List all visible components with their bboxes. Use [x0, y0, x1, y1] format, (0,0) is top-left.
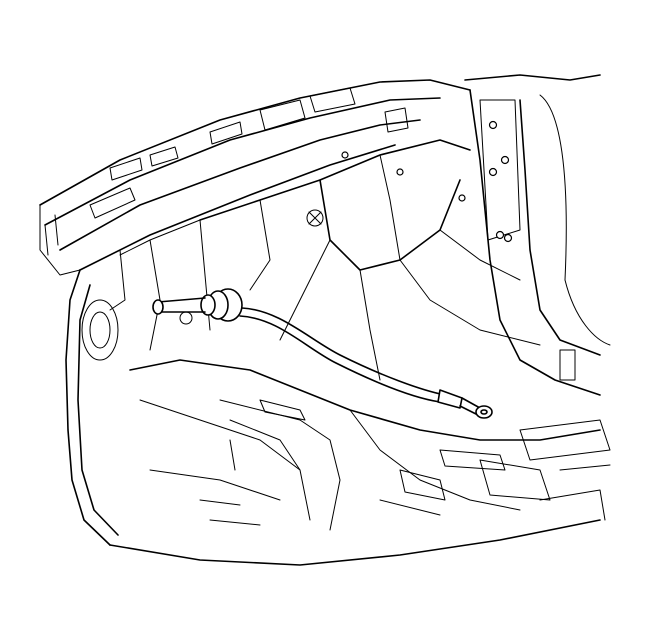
routed-cable — [239, 307, 446, 403]
left-body-side — [65, 219, 211, 546]
right-door-pillar — [464, 74, 611, 396]
cable-end-eyelet — [437, 389, 493, 419]
footwell-panel — [199, 139, 541, 381]
floor-pan — [109, 359, 611, 566]
dash-panel-cowl — [39, 79, 471, 276]
cable-grommet — [152, 288, 243, 325]
